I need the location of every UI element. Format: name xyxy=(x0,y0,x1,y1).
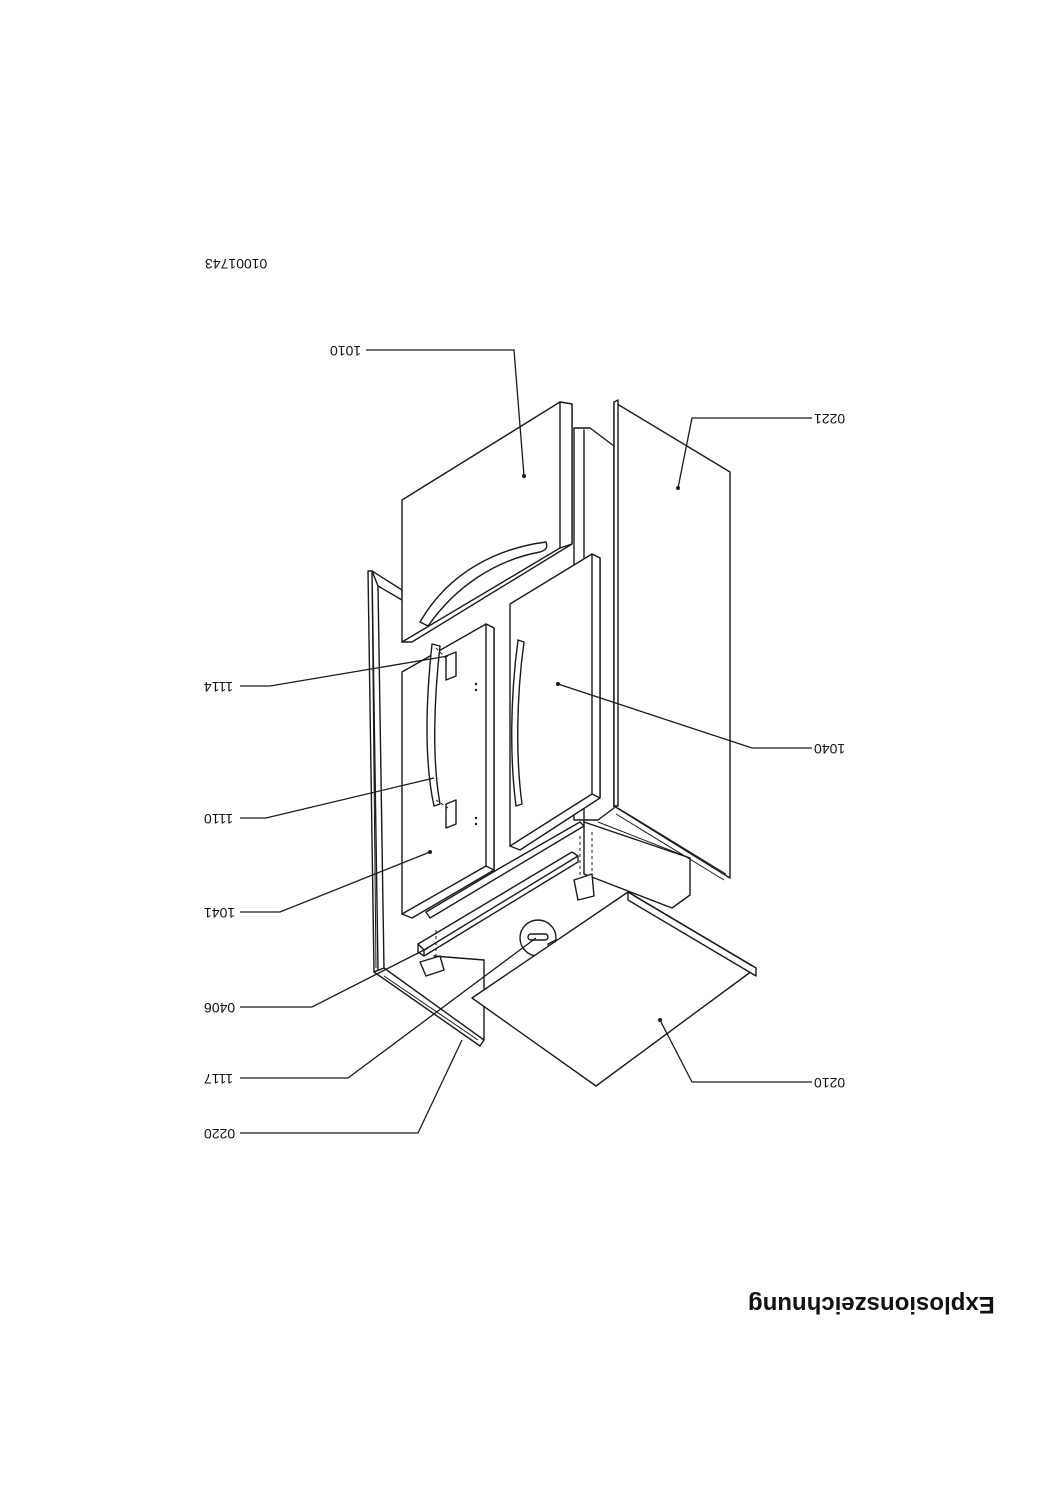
callout-label-1040: 1040 xyxy=(814,741,846,757)
callout-label-0406: 0406 xyxy=(204,1000,236,1016)
callout-label-1117: 1117 xyxy=(204,1071,234,1087)
callout-label-1114: 1114 xyxy=(204,679,234,695)
leader-lines xyxy=(240,349,812,1134)
callout-label-0220: 0220 xyxy=(204,1126,236,1142)
base-shelf-0210 xyxy=(471,891,757,1087)
left-side-panel xyxy=(367,570,403,973)
right-door-1040 xyxy=(509,553,601,851)
bottom-plinth-0220 xyxy=(373,967,485,1047)
handle-1110 xyxy=(426,643,441,807)
callout-label-0221: 0221 xyxy=(814,411,846,427)
callout-label-1041: 1041 xyxy=(204,905,236,921)
page-title: Explosionszeichnung xyxy=(748,1291,995,1318)
left-door-1041 xyxy=(401,623,495,919)
callout-label-0210: 0210 xyxy=(814,1075,846,1091)
plinth-strip-0406 xyxy=(417,821,595,1041)
callout-label-1110: 1110 xyxy=(204,811,234,827)
handle-bracket-1114 xyxy=(435,647,457,829)
right-side-panel-0221 xyxy=(613,399,731,881)
document-number: 01001743 xyxy=(205,256,268,272)
callout-label-1010: 1010 xyxy=(330,343,362,359)
top-door-1010 xyxy=(401,401,573,643)
